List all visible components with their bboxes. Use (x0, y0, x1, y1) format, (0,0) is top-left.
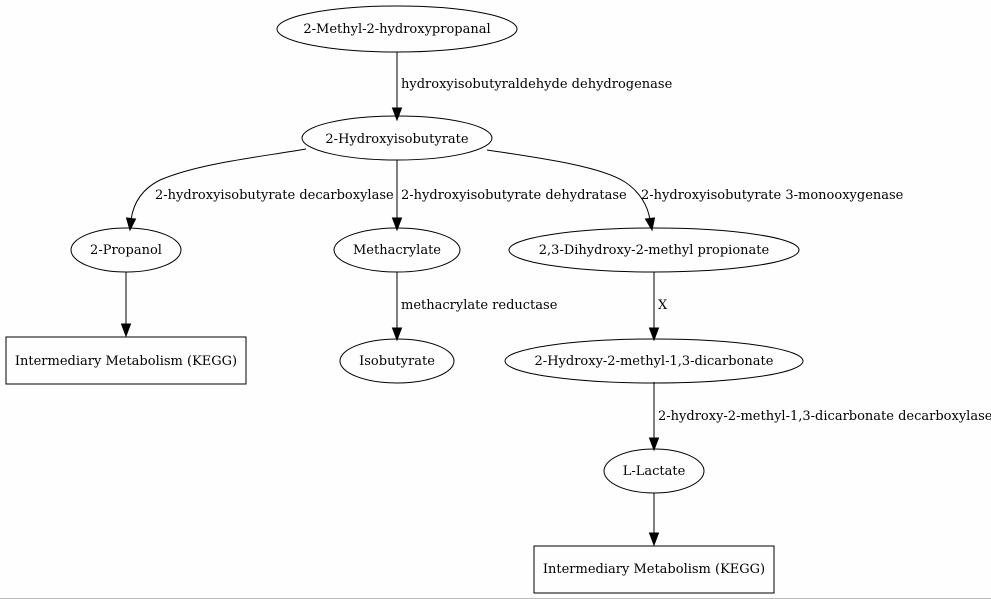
node-label: L-Lactate (623, 464, 686, 479)
edge-label-x: X (658, 298, 668, 313)
node-hydroxyisobutyrate: 2-Hydroxyisobutyrate (301, 115, 493, 161)
edge-lactate-to-intermediary-bottom (648, 493, 660, 547)
node-label: 2,3-Dihydroxy-2-methyl propionate (539, 243, 770, 258)
edge-label-methacrylate-reductase: methacrylate reductase (401, 298, 558, 313)
node-label: Intermediary Metabolism (KEGG) (15, 354, 237, 369)
edge-label-hydroxyisobutyrate-monooxygenase: 2-hydroxyisobutyrate 3-monooxygenase (641, 188, 904, 203)
node-isobutyrate: Isobutyrate (339, 338, 455, 384)
node-label: Isobutyrate (359, 354, 435, 369)
edge-propanol-to-intermediary-left (120, 272, 132, 338)
edge-label-dicarbonate-decarboxylase: 2-hydroxy-2-methyl-1,3-dicarbonate decar… (658, 409, 991, 424)
edge-label-hydroxyisobutyraldehyde-dehydrogenase: hydroxyisobutyraldehyde dehydrogenase (401, 77, 673, 92)
node-label: Intermediary Metabolism (KEGG) (543, 562, 765, 577)
edge-methacrylate-to-isobutyrate: methacrylate reductase (391, 272, 558, 342)
node-intermediary-metabolism-left: Intermediary Metabolism (KEGG) (5, 336, 247, 385)
node-label: 2-Hydroxyisobutyrate (325, 132, 468, 147)
edge-dihydroxy-to-dicarbonate: X (648, 272, 668, 342)
edge-label-hydroxyisobutyrate-dehydratase: 2-hydroxyisobutyrate dehydratase (401, 188, 627, 203)
node-label: 2-Methyl-2-hydroxypropanal (303, 22, 490, 37)
edge-dicarbonate-to-lactate: 2-hydroxy-2-methyl-1,3-dicarbonate decar… (648, 382, 991, 452)
node-label: Methacrylate (353, 243, 441, 258)
edge-hydroxyisobutyrate-to-dihydroxy-methyl-propionate: 2-hydroxyisobutyrate 3-monooxygenase (486, 149, 904, 232)
node-methacrylate: Methacrylate (333, 227, 461, 273)
edge-methyl-hydroxypropanal-to-hydroxyisobutyrate: hydroxyisobutyraldehyde dehydrogenase (391, 52, 673, 122)
node-l-lactate: L-Lactate (603, 448, 705, 494)
edge-hydroxyisobutyrate-to-propanol: 2-hydroxyisobutyrate decarboxylase (125, 148, 394, 232)
node-label: 2-Hydroxy-2-methyl-1,3-dicarbonate (535, 354, 774, 369)
node-dihydroxy-methyl-propionate: 2,3-Dihydroxy-2-methyl propionate (508, 227, 800, 273)
node-hydroxy-methyl-dicarbonate: 2-Hydroxy-2-methyl-1,3-dicarbonate (504, 338, 804, 384)
edge-label-hydroxyisobutyrate-decarboxylase: 2-hydroxyisobutyrate decarboxylase (155, 188, 394, 203)
node-intermediary-metabolism-bottom: Intermediary Metabolism (KEGG) (533, 545, 775, 594)
edge-hydroxyisobutyrate-to-methacrylate: 2-hydroxyisobutyrate dehydratase (391, 160, 627, 232)
node-methyl-hydroxypropanal: 2-Methyl-2-hydroxypropanal (276, 5, 518, 53)
node-propanol: 2-Propanol (70, 227, 182, 273)
node-label: 2-Propanol (90, 243, 162, 258)
